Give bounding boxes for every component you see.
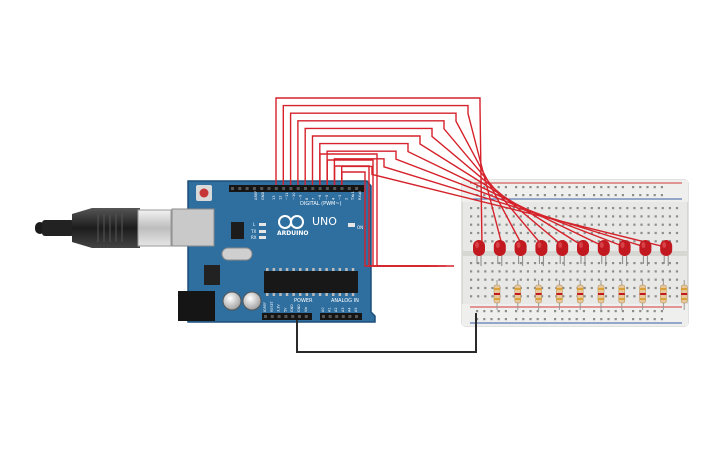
led[interactable] [514,240,527,266]
arduino-uno-board[interactable]: UNO ARDUINO DIGITAL (PWM~) POWER ANALOG … [171,180,376,323]
led[interactable] [577,240,589,266]
digital-pin-label: ~5 [325,195,329,200]
resistor[interactable] [660,280,667,310]
voltage-regulator [204,265,220,285]
rx-led [259,236,266,239]
rx-label: RX [251,235,257,240]
gnd-label: GND [261,192,265,200]
led[interactable] [493,240,506,266]
power-pin-label: 3.3V [277,304,281,312]
digital-pin-label: TX▸1 [351,191,355,201]
resistor[interactable] [576,280,584,310]
analog-pin-label: A5 [354,308,358,312]
power-label: POWER [294,298,313,304]
usb-chip [231,222,244,239]
power-pin-label: IOREF [263,302,267,312]
top-power-rail [462,180,688,202]
resistor[interactable] [514,280,522,310]
power-pin-label: 5V [283,307,287,312]
led[interactable] [556,240,569,266]
digital-pin-label: 2 [345,198,349,200]
analog-pin-label: A2 [334,308,338,312]
digital-pin-label: ~9 [298,194,302,200]
ground-wire[interactable] [296,313,477,353]
on-led [348,223,355,227]
analog-pin-label: A0 [321,308,325,312]
resistor[interactable] [493,280,501,310]
digital-pin-label: 13 [272,195,276,200]
digital-pin-label: ~3 [338,195,342,200]
digital-label: DIGITAL (PWM~) [300,201,342,207]
atmega-chip [264,271,358,293]
digital-pin-label: ~11 [285,192,289,200]
digital-pin-label: ~10 [292,192,296,200]
capacitor-1 [222,291,242,311]
power-pin-label: GND [297,304,301,312]
resistor[interactable] [597,280,605,310]
analog-header [320,313,362,320]
capacitor-2 [242,291,262,311]
dc-power-jack [178,291,215,321]
led[interactable] [660,240,673,266]
led[interactable] [597,240,610,266]
crystal-oscillator [221,247,253,261]
digital-pin-label: ~6 [318,194,322,200]
digital-pin-label: 12 [279,195,283,200]
power-pin-label: Vin [304,307,308,312]
wire-group [275,97,670,267]
power-pin-label: GND [290,304,294,312]
arduino-logo-icon [278,215,304,229]
resistor[interactable] [618,280,626,310]
brand-label: ARDUINO [277,230,308,237]
l-led [259,223,266,226]
signal-wire[interactable] [282,104,504,249]
led[interactable] [473,240,485,266]
led[interactable] [535,240,548,266]
led[interactable] [639,240,652,266]
l-label: L [253,222,256,227]
resistor[interactable] [680,280,688,310]
usb-b-port [171,208,215,247]
resistor[interactable] [639,280,646,310]
board-name: UNO [312,215,337,228]
power-pin-label: RESET [270,300,274,312]
digital-pin-label: RX◂0 [358,190,362,200]
analog-pin-label: A4 [347,308,351,312]
digital-header [229,185,364,192]
digital-pin-label: 8 [305,197,309,200]
bottom-power-rail [462,304,688,326]
signal-wire[interactable] [304,127,566,249]
resistor[interactable] [556,280,563,310]
led[interactable] [618,240,631,266]
tx-led [259,230,266,233]
resistor[interactable] [535,280,542,310]
analog-pin-label: A3 [341,308,345,312]
analog-pin-label: A1 [328,308,332,312]
center-channel [462,251,688,256]
aref-label: AREF [254,191,258,200]
tx-label: TX [250,229,256,234]
signal-wire[interactable] [311,135,587,249]
signal-wire[interactable] [297,120,545,249]
signal-wire[interactable] [275,97,483,249]
on-label: ON [357,225,363,230]
analog-label: ANALOG IN [331,298,359,304]
digital-pin-label: 7 [312,198,316,200]
signal-wire[interactable] [341,171,454,267]
digital-pin-label: 4 [331,197,335,200]
usb-cable [35,208,172,248]
signal-wire[interactable] [289,112,525,249]
